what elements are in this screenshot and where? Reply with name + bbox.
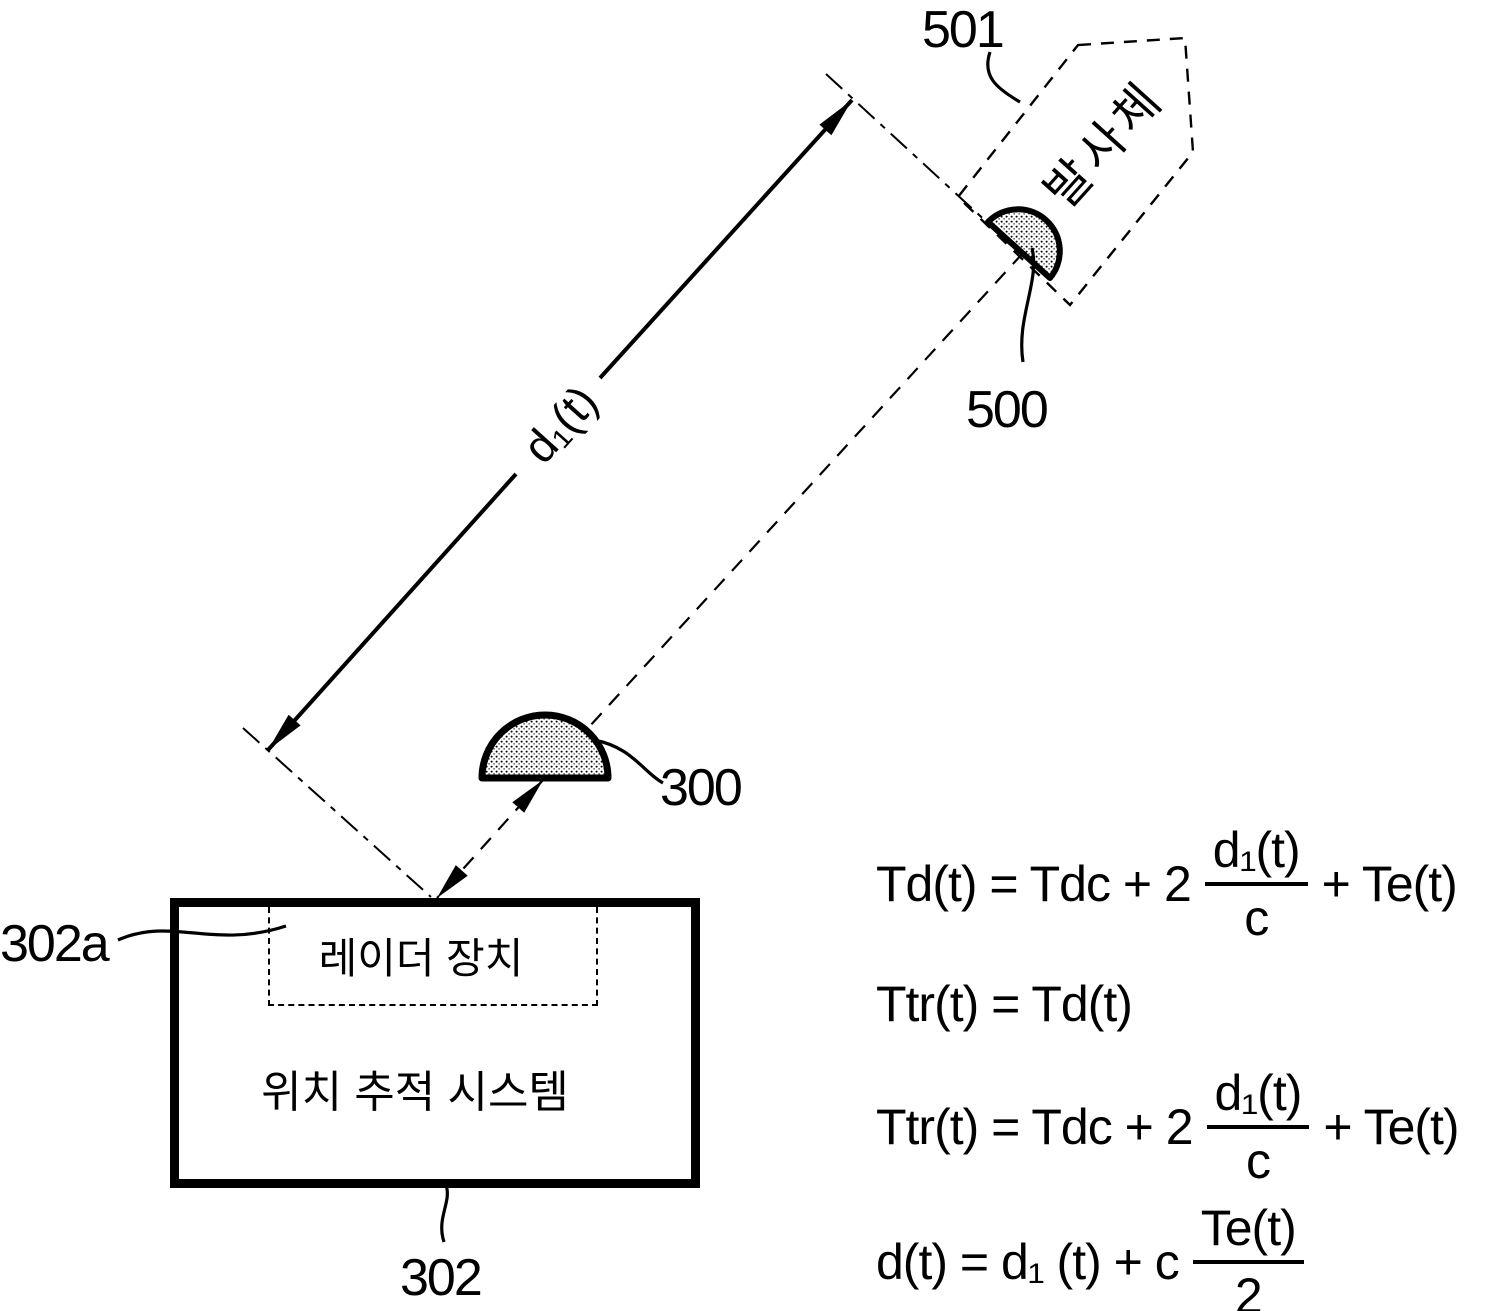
equation-distance-numerator: Te(t) — [1192, 1199, 1304, 1264]
distance-line-upper — [598, 98, 854, 380]
distance-line-lower — [266, 472, 518, 752]
tracking-system-label: 위치 추적 시스템 — [261, 1068, 569, 1117]
signal-arrowhead-to-radar — [437, 865, 468, 898]
leader-501-line — [986, 51, 1021, 104]
leader-302a-line — [117, 924, 287, 942]
equation-distance-left: d(t) = d₁ (t) + c — [876, 1234, 1180, 1290]
label-501: 501 — [922, 1, 1005, 59]
equation-delay: Td(t) = Tdc + 2 d₁(t) c + Te(t) — [876, 821, 1458, 947]
radar-device-label: 레이더 장치 — [318, 935, 524, 982]
extension-line-projectile — [825, 73, 991, 226]
equation-delay-right: + Te(t) — [1321, 856, 1458, 912]
equation-distance-fraction: Te(t) 2 — [1192, 1199, 1304, 1311]
equation-delay-denominator: c — [1244, 890, 1269, 946]
equation-trigger-expanded-fraction: d₁(t) c — [1206, 1064, 1310, 1190]
leader-300-line — [593, 738, 664, 785]
label-300: 300 — [660, 759, 743, 817]
distance-arrowhead-bottom — [268, 714, 301, 750]
projectile-antenna-dome — [985, 206, 1063, 281]
projectile-outline — [956, 36, 1195, 307]
label-302a: 302a — [0, 915, 110, 973]
equation-delay-fraction: d₁(t) c — [1204, 821, 1308, 947]
equation-trigger: Ttr(t) = Td(t) — [876, 975, 1133, 1033]
signal-line-upper — [588, 252, 1024, 728]
label-302: 302 — [400, 1249, 483, 1307]
equation-trigger-text: Ttr(t) = Td(t) — [876, 976, 1133, 1032]
equation-delay-numerator: d₁(t) — [1204, 821, 1308, 886]
tracking-system-box — [170, 898, 700, 1188]
extension-line-radar — [242, 727, 432, 898]
leader-500-line — [1020, 247, 1036, 363]
equation-trigger-expanded-left: Ttr(t) = Tdc + 2 — [876, 1099, 1193, 1155]
equation-distance-denominator: 2 — [1234, 1268, 1263, 1311]
leader-302-line — [440, 1184, 449, 1243]
radar-antenna-dome — [478, 711, 612, 782]
equation-trigger-expanded: Ttr(t) = Tdc + 2 d₁(t) c + Te(t) — [876, 1064, 1460, 1190]
label-500: 500 — [966, 381, 1049, 439]
equation-trigger-expanded-numerator: d₁(t) — [1206, 1064, 1310, 1129]
equation-trigger-expanded-right: + Te(t) — [1323, 1099, 1459, 1155]
equation-distance: d(t) = d₁ (t) + c Te(t) 2 — [876, 1199, 1304, 1311]
signal-arrowhead-to-antenna — [512, 780, 543, 813]
radar-device-box — [268, 907, 598, 1006]
distance-arrowhead-top — [819, 100, 852, 136]
equation-trigger-expanded-denominator: c — [1245, 1133, 1271, 1189]
equation-delay-left: Td(t) = Tdc + 2 — [876, 856, 1192, 912]
